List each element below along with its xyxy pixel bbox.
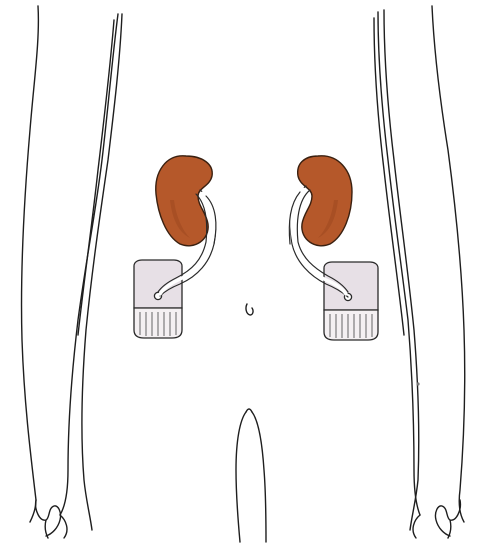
navel <box>246 304 253 315</box>
left-torso-line-a <box>82 14 122 530</box>
left-torso-line-b <box>78 20 114 335</box>
right-bag-icon <box>324 262 378 340</box>
right-arm-outer-line <box>432 6 465 522</box>
left-hand <box>36 500 67 538</box>
right-kidney-icon <box>298 156 352 246</box>
right-hand <box>413 500 460 538</box>
inner-leg-right <box>252 412 266 542</box>
left-kidney-icon <box>156 156 212 246</box>
left-arm-outer-line <box>21 6 38 522</box>
right-arm-inner-line <box>378 12 420 515</box>
left-bag-icon <box>134 260 182 338</box>
left-arm-inner-line <box>60 14 118 515</box>
body-outline <box>21 6 464 542</box>
inner-leg-left <box>236 412 246 542</box>
skin-mark <box>416 382 419 385</box>
crotch-line <box>246 409 252 412</box>
